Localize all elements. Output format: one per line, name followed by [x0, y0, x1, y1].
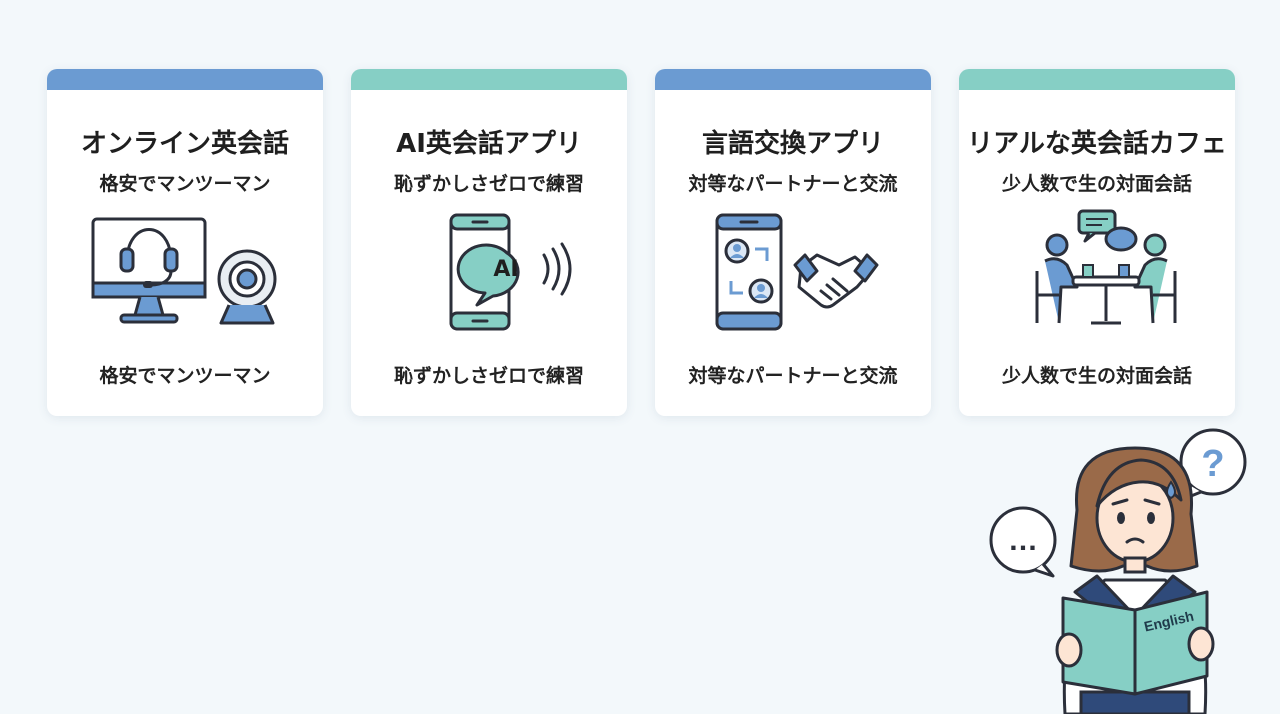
- ai-badge-text: AI: [493, 257, 519, 282]
- card-title: 言語交換アプリ: [701, 129, 884, 159]
- card-subtitle: 格安でマンツーマン: [99, 173, 271, 195]
- card-subtitle: 少人数で生の対面会話: [1001, 173, 1192, 195]
- ellipsis-bubble-icon: …: [989, 506, 1057, 578]
- card-title: オンライン英会話: [80, 129, 289, 159]
- card-caption: 少人数で生の対面会話: [1001, 365, 1192, 387]
- card-subtitle: 対等なパートナーと交流: [688, 173, 898, 195]
- headset-monitor-icon: [91, 217, 207, 324]
- card-eikaiwa-cafe[interactable]: リアルな英会話カフェ 少人数で生の対面会話 少人数で生の対面会話: [959, 69, 1235, 416]
- card-accent-bar: [655, 69, 931, 90]
- card-title: リアルな英会話カフェ: [967, 129, 1227, 159]
- card-grid: オンライン英会話 格安でマンツーマン 格安でマンツーマン AI英会話アプリ 恥ず…: [47, 69, 1235, 416]
- card-accent-bar: [351, 69, 627, 90]
- smartphone-exchange-icon: [715, 213, 783, 331]
- card-online-eikaiwa[interactable]: オンライン英会話 格安でマンツーマン 格安でマンツーマン: [47, 69, 323, 416]
- card-language-exchange[interactable]: 言語交換アプリ 対等なパートナーと交流 対等なパートナーと交流: [655, 69, 931, 416]
- worried-student-illustration: ? … English: [989, 428, 1247, 714]
- card-title: AI英会話アプリ: [396, 129, 582, 159]
- card-caption: 恥ずかしさゼロで練習: [393, 365, 584, 387]
- card-accent-bar: [47, 69, 323, 90]
- english-book-icon: English: [1061, 590, 1209, 696]
- card-ai-app[interactable]: AI英会話アプリ 恥ずかしさゼロで練習 AI 恥ずかしさゼロで練習: [351, 69, 627, 416]
- card-subtitle: 恥ずかしさゼロで練習: [393, 173, 584, 195]
- question-bubble-icon: ?: [1179, 428, 1247, 502]
- card-accent-bar: [959, 69, 1235, 90]
- ellipsis-text: …: [1008, 524, 1038, 557]
- card-caption: 対等なパートナーと交流: [688, 365, 898, 387]
- smartphone-ai-chat-icon: [449, 213, 572, 331]
- cafe-conversation-icon: [1035, 209, 1177, 325]
- question-mark: ?: [1201, 443, 1224, 485]
- card-caption: 格安でマンツーマン: [99, 365, 271, 387]
